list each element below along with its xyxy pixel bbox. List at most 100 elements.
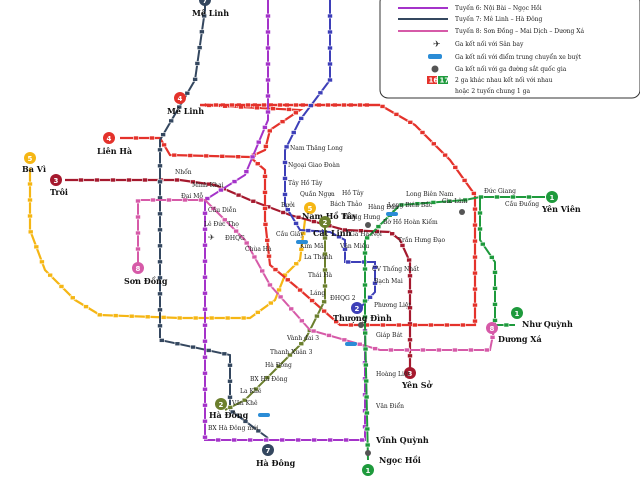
station-marker[interactable] xyxy=(321,299,327,305)
station-marker[interactable] xyxy=(363,378,370,384)
station-minh-khai[interactable]: Minh Khai xyxy=(192,182,224,189)
station-ngoai-giao-doan[interactable]: Ngoại Giao Đoàn xyxy=(288,162,340,169)
station-marker[interactable] xyxy=(204,196,211,201)
station-marker[interactable] xyxy=(333,319,339,324)
station-marker[interactable] xyxy=(362,282,368,288)
terminus-son-dong[interactable]: 8 Sơn Đồng xyxy=(124,262,168,286)
station-marker[interactable] xyxy=(358,228,364,234)
station-dai-mo[interactable]: Đại Mỗ xyxy=(181,192,203,200)
station-marker[interactable] xyxy=(227,405,234,410)
station-marker[interactable] xyxy=(192,76,198,82)
station-marker[interactable] xyxy=(240,315,247,321)
station-marker[interactable] xyxy=(472,302,478,308)
station-marker[interactable] xyxy=(492,286,498,291)
station-marker[interactable] xyxy=(198,197,204,203)
station-marker[interactable] xyxy=(327,45,333,51)
station-marker[interactable] xyxy=(265,109,271,115)
station-marker[interactable] xyxy=(362,250,368,256)
station-marker[interactable] xyxy=(430,200,437,205)
station-marker[interactable] xyxy=(375,224,382,229)
station-marker[interactable] xyxy=(205,181,212,187)
station-marker[interactable] xyxy=(446,198,453,204)
station-marker[interactable] xyxy=(96,312,103,318)
station-marker[interactable] xyxy=(202,226,208,232)
station-le-duc-tho[interactable]: Lê Đức Thọ xyxy=(204,221,239,228)
station-marker[interactable] xyxy=(276,287,282,293)
station-dhqg2[interactable]: ĐHQG 2 xyxy=(330,295,356,302)
station-marker[interactable] xyxy=(251,254,258,260)
station-marker[interactable] xyxy=(224,315,231,321)
station-marker[interactable] xyxy=(372,280,378,286)
station-marker[interactable] xyxy=(208,315,215,321)
station-marker[interactable] xyxy=(157,227,163,233)
station-marker[interactable] xyxy=(194,61,201,66)
station-marker[interactable] xyxy=(325,102,331,108)
terminus-troi[interactable]: 3 Trôi xyxy=(50,174,68,197)
station-marker[interactable] xyxy=(157,307,163,313)
station-marker[interactable] xyxy=(379,104,386,109)
station-marker[interactable] xyxy=(187,153,194,158)
station-marker[interactable] xyxy=(265,29,271,35)
station-marker[interactable] xyxy=(279,437,286,443)
station-marker[interactable] xyxy=(202,354,208,360)
station-marker[interactable] xyxy=(357,102,363,108)
station-marker[interactable] xyxy=(407,289,413,295)
station-marker[interactable] xyxy=(428,322,434,328)
station-marker[interactable] xyxy=(480,241,486,247)
station-nhon[interactable]: Nhổn xyxy=(175,169,192,176)
station-marker[interactable] xyxy=(171,152,178,158)
station-marker[interactable] xyxy=(420,347,426,353)
station-marker[interactable] xyxy=(452,165,459,170)
station-marker[interactable] xyxy=(299,318,305,324)
station-chua-ha[interactable]: Chùa Hà xyxy=(245,246,272,253)
terminus-me-linh-top[interactable]: 7 Mê Linh xyxy=(192,0,229,18)
station-marker[interactable] xyxy=(322,267,328,273)
station-marker[interactable] xyxy=(298,247,305,252)
station-marker[interactable] xyxy=(484,347,490,353)
station-marker[interactable] xyxy=(261,102,267,108)
terminus-me-linh-4[interactable]: 4 Mê Linh xyxy=(167,92,204,116)
station-marker[interactable] xyxy=(166,197,172,203)
station-marker[interactable] xyxy=(262,206,268,211)
station-marker[interactable] xyxy=(305,228,312,233)
station-marker[interactable] xyxy=(135,230,141,236)
station-marker[interactable] xyxy=(233,228,239,234)
station-marker[interactable] xyxy=(245,102,251,108)
station-marker[interactable] xyxy=(341,102,347,108)
station-marker[interactable] xyxy=(362,346,369,352)
station-marker[interactable] xyxy=(112,313,119,318)
station-la-khe[interactable]: La Khê xyxy=(240,388,262,395)
station-marker[interactable] xyxy=(393,112,400,117)
station-marker[interactable] xyxy=(356,341,363,347)
station-marker[interactable] xyxy=(489,335,496,340)
station-marker[interactable] xyxy=(47,272,53,278)
station-marker[interactable] xyxy=(135,214,141,220)
station-marker[interactable] xyxy=(219,154,226,159)
station-marker[interactable] xyxy=(293,261,300,267)
station-marker[interactable] xyxy=(202,418,208,424)
station-marker[interactable] xyxy=(202,338,208,344)
station-marker[interactable] xyxy=(494,194,500,200)
station-marker[interactable] xyxy=(229,409,236,415)
station-cau-dien[interactable]: Cầu Diễn xyxy=(208,206,236,214)
station-marker[interactable] xyxy=(472,254,478,260)
station-marker[interactable] xyxy=(265,61,271,67)
station-van-mieu[interactable]: Văn Miếu xyxy=(339,243,369,250)
station-marker[interactable] xyxy=(431,141,437,147)
station-marker[interactable] xyxy=(205,348,212,353)
station-marker[interactable] xyxy=(247,437,254,443)
terminus-lien-ha[interactable]: 4 Liên Hà xyxy=(97,132,132,156)
station-marker[interactable] xyxy=(477,210,483,216)
station-marker[interactable] xyxy=(327,437,334,443)
station-marker[interactable] xyxy=(202,370,208,376)
station-marker[interactable] xyxy=(311,219,317,224)
station-marker[interactable] xyxy=(309,298,315,303)
station-marker[interactable] xyxy=(266,253,272,259)
station-thai-ha[interactable]: Thái Hà xyxy=(308,272,333,279)
station-marker[interactable] xyxy=(235,154,242,160)
terminus-nhu-quynh[interactable]: 1 Như Quỳnh xyxy=(511,307,573,329)
station-marker[interactable] xyxy=(128,313,135,319)
station-marker[interactable] xyxy=(372,264,378,270)
station-marker[interactable] xyxy=(396,322,402,328)
station-marker[interactable] xyxy=(341,337,348,343)
